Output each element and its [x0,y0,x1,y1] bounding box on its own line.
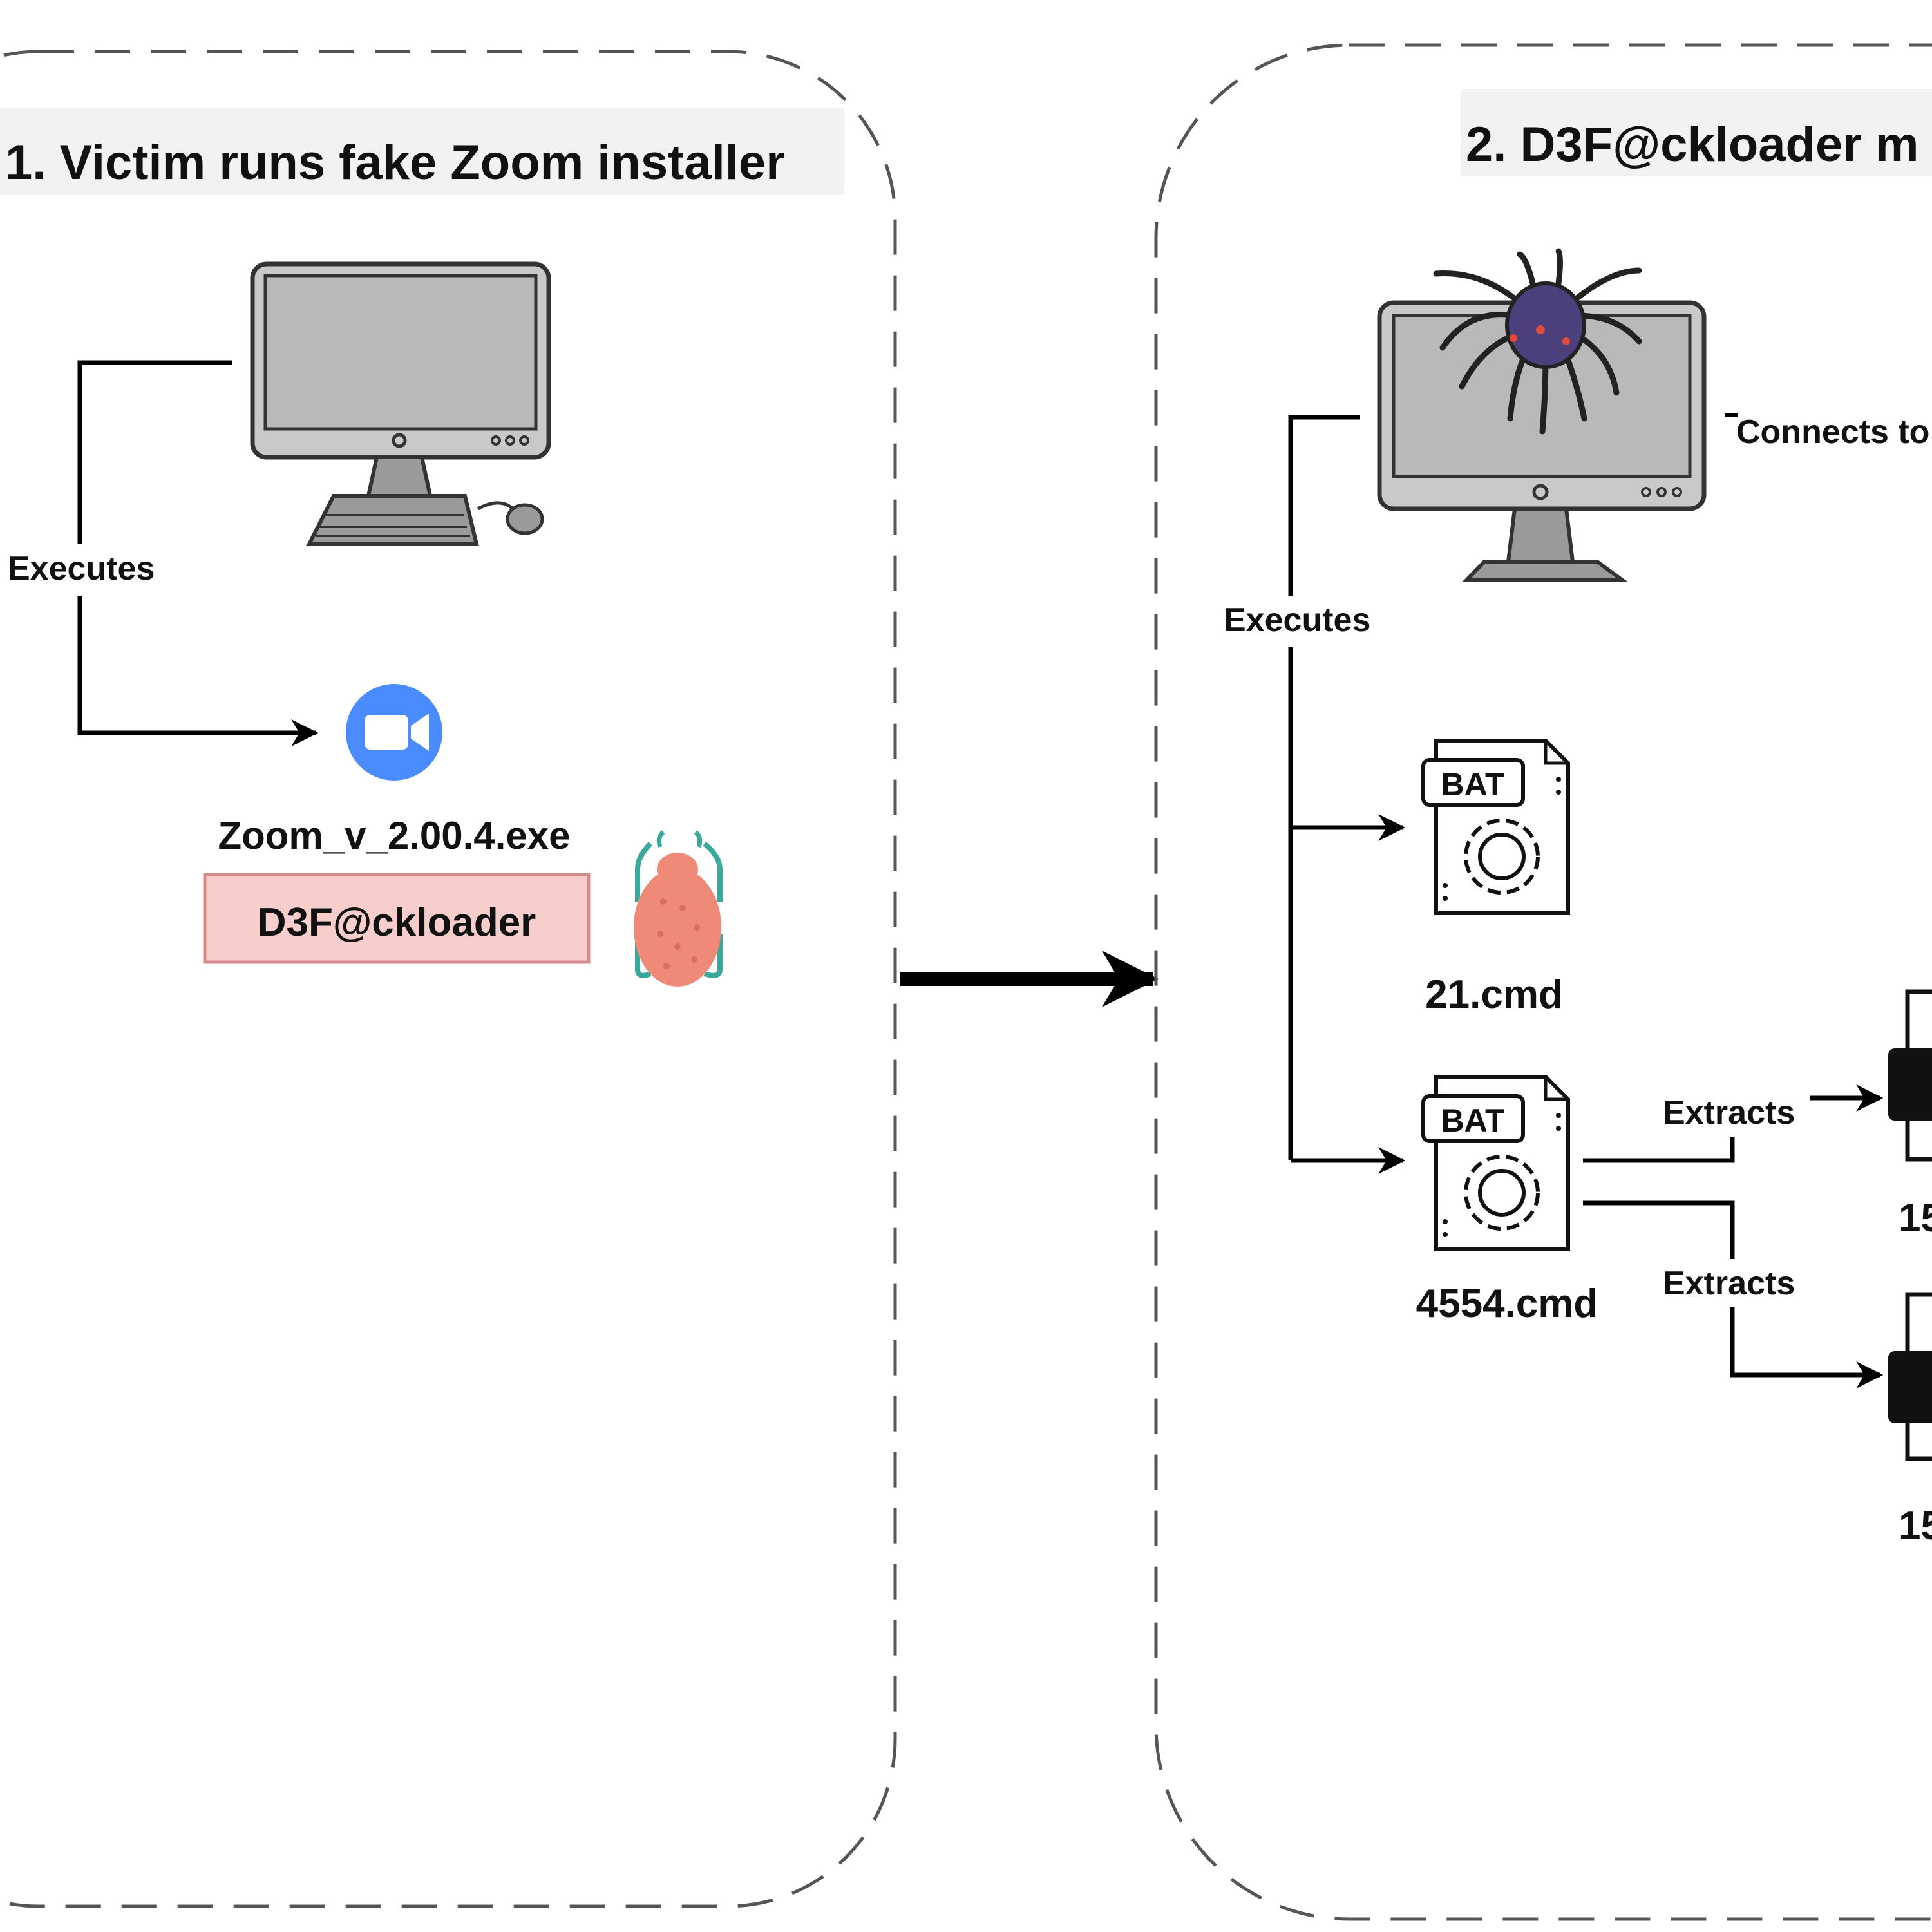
edge-executes-label-2: Executes [1224,601,1370,639]
edge-executes-trunk [1288,415,1360,1160]
panel-loader-border [1154,43,1932,1921]
panel-victim-border [0,50,897,1908]
edge-extracts-2-label: Extracts [1663,1265,1795,1302]
bat-badge-label: BAT [1441,766,1504,802]
bat-file-icon: BAT [1421,739,1570,915]
panel-loader-title: 2. D3F@ckloader m [1466,117,1918,172]
malware-bug-icon [634,830,723,987]
exe-name-label: Zoom_v_2.00.4.exe [218,814,570,857]
file-label-zip-2: 15 [1899,1504,1932,1548]
spider-virus-icon [1433,248,1642,435]
bat-badge-label: BAT [1441,1103,1504,1139]
panel-loader-title-bg [1461,89,1932,176]
edge-extracts-1-label: Extracts [1663,1094,1795,1132]
panel-victim: 1. Victim runs fake Zoom installer Execu… [0,50,897,1908]
edge-connects-label: Connects to [1736,413,1929,451]
zoom-video-icon [346,684,442,781]
panel-victim-title-bg [0,108,844,195]
malware-tag-label: D3F@ckloader [258,900,536,945]
file-label-4554cmd: 4554.cmd [1416,1282,1598,1326]
zip-archive-icon [1888,1292,1932,1461]
bat-file-icon: BAT [1421,1075,1570,1251]
panel-victim-title: 1. Victim runs fake Zoom installer [5,135,785,190]
malware-tag [203,873,591,964]
file-label-21cmd: 21.cmd [1425,972,1563,1017]
edge-executes-label: Executes [8,550,155,587]
panel-loader: 2. D3F@ckloader m [1154,43,1932,1921]
file-label-zip-1: 15 [1899,1196,1932,1240]
desktop-computer-icon [250,261,551,546]
zip-archive-icon [1888,989,1932,1162]
